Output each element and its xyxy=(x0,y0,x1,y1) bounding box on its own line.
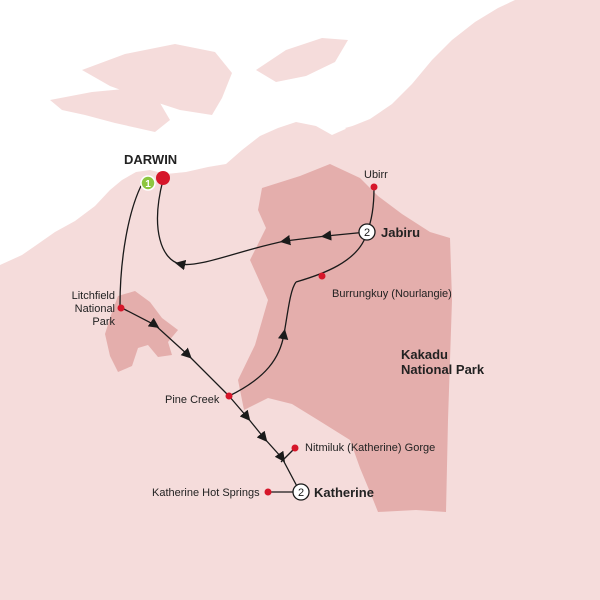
island xyxy=(345,122,375,138)
island xyxy=(82,44,232,115)
katherine-nights-number: 2 xyxy=(298,487,304,499)
darwin-stop xyxy=(156,171,170,185)
hot-springs-stop xyxy=(264,488,272,496)
litchfield-stop xyxy=(117,304,125,312)
route-pine-creek-to-katherine xyxy=(228,395,301,493)
nitmiluk-stop xyxy=(291,444,299,452)
darwin-label: DARWIN xyxy=(124,152,177,167)
kakadu-label-line2: National Park xyxy=(401,362,485,377)
jabiru-label: Jabiru xyxy=(381,225,420,240)
jabiru-nights-marker: 2 xyxy=(358,223,376,241)
route-jabiru-to-darwin xyxy=(156,179,368,271)
island xyxy=(256,38,348,82)
ubirr-label: Ubirr xyxy=(364,169,388,181)
burrungkuy-label: Burrungkuy (Nourlangie) xyxy=(332,288,452,300)
ubirr-stop xyxy=(370,183,378,191)
litchfield-label-line1: Litchfield xyxy=(72,290,115,302)
tour-route xyxy=(119,179,375,493)
litchfield-label-line3: Park xyxy=(92,316,115,328)
pine-creek-label: Pine Creek xyxy=(165,394,220,406)
katherine-label: Katherine xyxy=(314,485,374,500)
route-burrungkuy-to-jabiru xyxy=(295,231,368,283)
jabiru-nights-number: 2 xyxy=(364,227,370,239)
katherine-nights-marker: 2 xyxy=(292,483,310,501)
stops xyxy=(117,171,378,496)
litchfield-label-line2: National xyxy=(75,303,115,315)
route-litchfield-to-pine-creek xyxy=(121,307,230,397)
start-marker-number: 1 xyxy=(145,179,151,190)
route-darwin-to-litchfield xyxy=(119,181,144,306)
hot-springs-label: Katherine Hot Springs xyxy=(152,487,260,499)
island xyxy=(50,88,170,132)
nitmiluk-label: Nitmiluk (Katherine) Gorge xyxy=(305,442,435,454)
kakadu-label-line1: Kakadu xyxy=(401,347,448,362)
burrungkuy-stop xyxy=(318,272,326,280)
route-pine-creek-to-burrungkuy xyxy=(228,281,297,397)
pine-creek-stop xyxy=(225,392,233,400)
start-marker: 1 xyxy=(140,175,156,191)
